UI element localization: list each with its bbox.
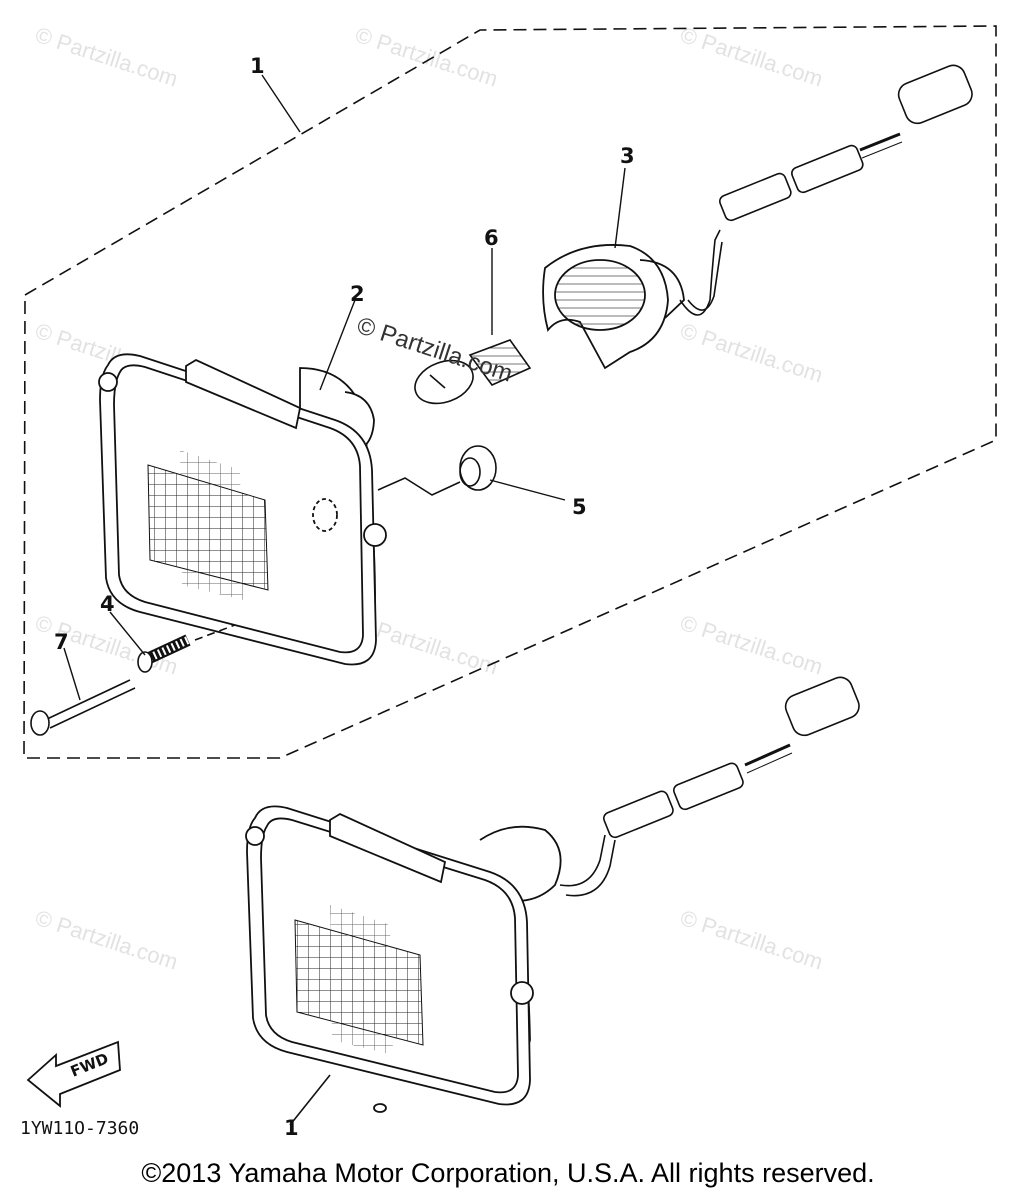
callout-1-upper: 1 xyxy=(250,54,265,78)
fwd-arrow-icon xyxy=(26,1040,121,1108)
lower-wire-harness xyxy=(289,676,860,1126)
callout-5: 5 xyxy=(572,495,587,519)
callout-2: 2 xyxy=(350,282,365,306)
screw xyxy=(30,679,136,736)
upper-wire-harness xyxy=(679,64,973,316)
lower-lamp-housing xyxy=(245,805,562,1113)
figure-code: 1YW11O-7360 xyxy=(20,1118,140,1139)
socket xyxy=(542,244,685,370)
assembly-boundary xyxy=(23,25,997,759)
leader-lines xyxy=(63,74,626,701)
callout-3: 3 xyxy=(620,144,635,168)
callout-1-lower: 1 xyxy=(284,1116,299,1140)
spring xyxy=(137,624,236,673)
grommet xyxy=(377,445,497,496)
copyright-notice: ©2013 Yamaha Motor Corporation, U.S.A. A… xyxy=(141,1158,875,1188)
callout-4: 4 xyxy=(100,592,115,616)
callout-6: 6 xyxy=(484,226,499,250)
bulb xyxy=(414,339,532,405)
upper-lamp-housing xyxy=(98,353,387,666)
callout-7: 7 xyxy=(54,630,69,654)
